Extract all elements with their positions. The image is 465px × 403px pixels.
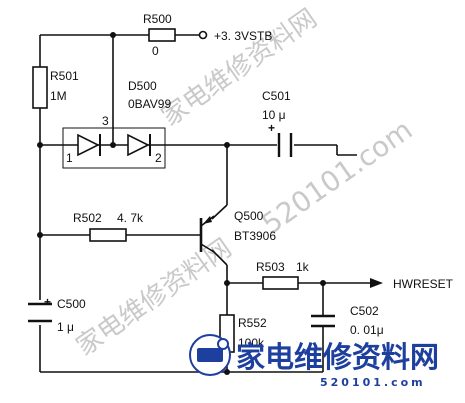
junction-dot bbox=[224, 280, 230, 286]
r552-value: 100k bbox=[238, 336, 265, 350]
wires bbox=[39, 34, 370, 373]
junction-dot bbox=[224, 369, 230, 375]
output-arrow-icon bbox=[370, 278, 383, 288]
junction-dot bbox=[110, 32, 116, 38]
brand-logo-icon bbox=[189, 334, 231, 376]
c501-value: 10 μ bbox=[262, 108, 286, 122]
d500-ref: D500 bbox=[128, 79, 157, 93]
r501-value: 1M bbox=[50, 89, 67, 103]
r500-ref: R500 bbox=[143, 12, 172, 26]
diode-left-icon bbox=[77, 133, 100, 157]
r503-ref: R503 bbox=[256, 260, 285, 274]
transistor-q500-icon bbox=[199, 215, 215, 253]
brand-watermark: 家电维修资料网 520101.com bbox=[189, 334, 439, 389]
d500-pin-2: 2 bbox=[155, 151, 162, 165]
resistor-r500 bbox=[148, 28, 176, 42]
watermark-domain-text-1: 520101.com bbox=[256, 113, 419, 241]
brand-domain-text: 520101.com bbox=[320, 376, 426, 389]
junction-dot bbox=[110, 142, 116, 148]
c500-value: 1 μ bbox=[57, 320, 74, 334]
power-rail-label: +3. 3VSTB bbox=[214, 29, 272, 43]
r502-ref: R502 bbox=[73, 211, 102, 225]
resistor-r502 bbox=[89, 228, 127, 242]
c501-polarity: + bbox=[268, 121, 275, 135]
d500-pin-3: 3 bbox=[102, 114, 109, 128]
power-terminal-icon bbox=[198, 30, 208, 40]
r500-value: 0 bbox=[152, 44, 159, 58]
r501-ref: R501 bbox=[50, 69, 79, 83]
output-net-label: HWRESET bbox=[393, 277, 454, 291]
q500-ref: Q500 bbox=[234, 209, 264, 223]
r552-ref: R552 bbox=[238, 316, 267, 330]
junction-dot bbox=[37, 142, 43, 148]
r502-value: 4. 7k bbox=[117, 211, 144, 225]
r503-value: 1k bbox=[296, 260, 310, 274]
junction-dot bbox=[320, 280, 326, 286]
watermark-site-text-1: 家电维修资料网 bbox=[156, 3, 322, 132]
c500-polarity: + bbox=[44, 295, 51, 309]
diode-right-icon bbox=[127, 133, 150, 157]
junctions bbox=[37, 32, 326, 375]
c502-value: 0. 01μ bbox=[350, 323, 384, 337]
d500-value: 0BAV99 bbox=[128, 97, 171, 111]
resistor-r503 bbox=[262, 276, 299, 290]
c501-ref: C501 bbox=[262, 89, 291, 103]
resistor-r501 bbox=[32, 66, 48, 109]
c502-ref: C502 bbox=[350, 304, 379, 318]
junction-dot bbox=[37, 232, 43, 238]
brand-site-text: 家电维修资料网 bbox=[236, 340, 439, 374]
d500-pin-1: 1 bbox=[66, 151, 73, 165]
junction-dot bbox=[224, 142, 230, 148]
c500-ref: C500 bbox=[57, 297, 86, 311]
diode-package-d500 bbox=[62, 127, 166, 169]
q500-value: BT3906 bbox=[234, 229, 276, 243]
